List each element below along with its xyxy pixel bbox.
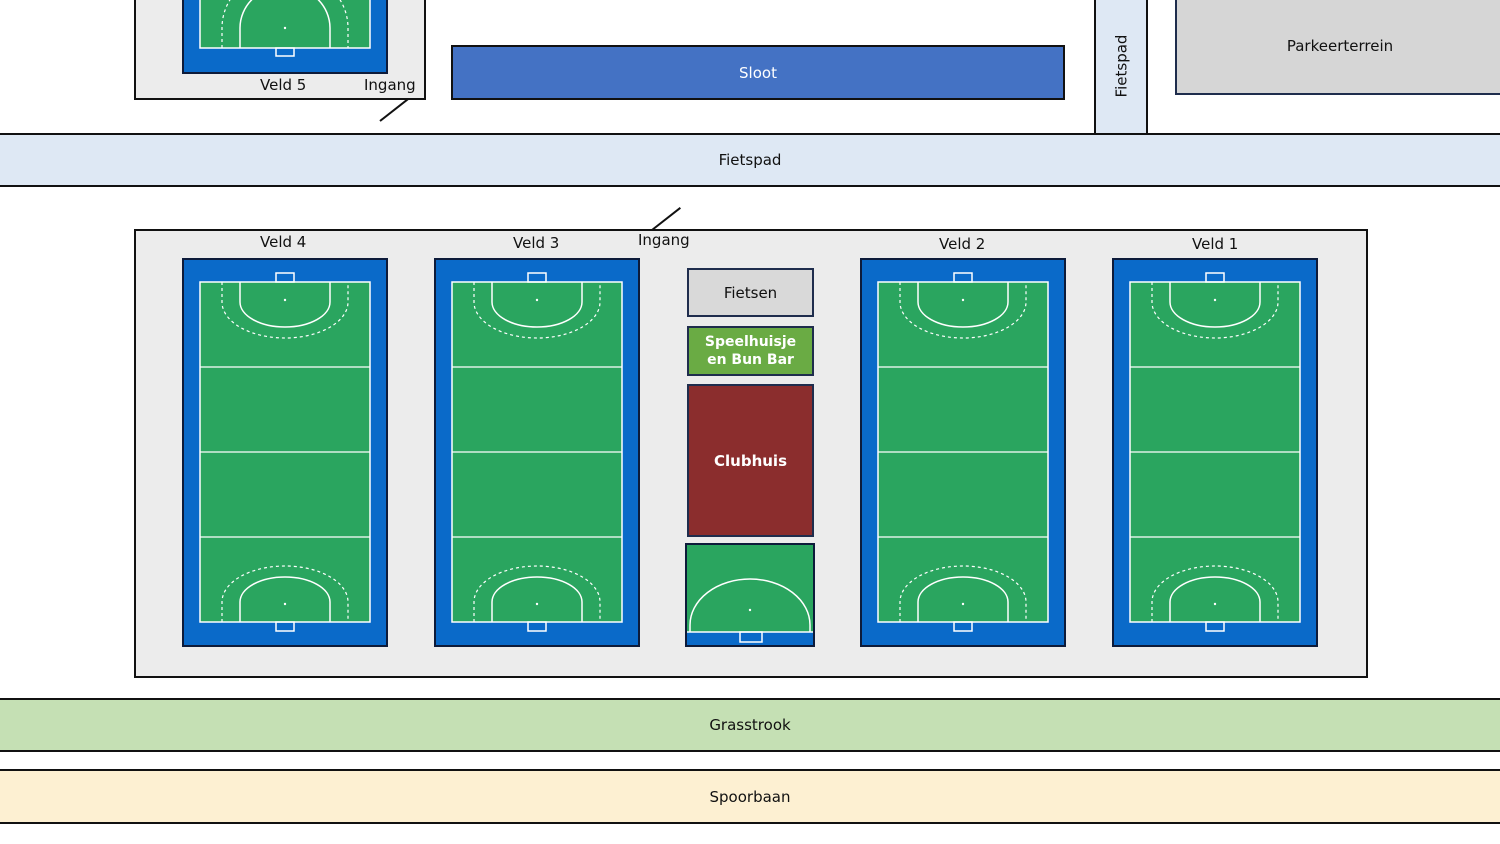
- veld2-pitch[interactable]: [860, 258, 1066, 647]
- fietspad-horizontal-label: Fietspad: [718, 151, 782, 169]
- veld3-pitch[interactable]: [434, 258, 640, 647]
- hockey-pitch-icon: [451, 272, 623, 632]
- hockey-half-pitch-icon: [687, 545, 813, 643]
- parkeerterrein: Parkeerterrein: [1175, 0, 1500, 95]
- veld2-label: Veld 2: [939, 235, 986, 253]
- grasstrook: Grasstrook: [0, 698, 1500, 752]
- veld4-label: Veld 4: [260, 233, 307, 251]
- parkeerterrein-label: Parkeerterrein: [1286, 36, 1394, 55]
- hockey-pitch-icon: [1129, 272, 1301, 632]
- sloot-water: Sloot: [451, 45, 1065, 100]
- fietspad-vertical: Fietspad: [1094, 0, 1148, 136]
- speelhuisje-label-line2: en Bun Bar: [707, 352, 794, 368]
- speelhuisje-label-line1: Speelhuisje: [704, 334, 797, 350]
- fietspad-vertical-label: Fietspad: [1112, 34, 1130, 98]
- veld3-label: Veld 3: [513, 234, 560, 252]
- veld4-pitch[interactable]: [182, 258, 388, 647]
- fietspad-horizontal: Fietspad: [0, 133, 1500, 187]
- fietsen-building: Fietsen: [687, 268, 814, 317]
- hockey-pitch-icon: [199, 272, 371, 632]
- ingang-main-label: Ingang: [638, 231, 690, 249]
- fietsen-label: Fietsen: [723, 283, 778, 302]
- speelhuisje-building: Speelhuisje en Bun Bar: [687, 326, 814, 376]
- entrance-line-icon: [651, 207, 681, 231]
- grasstrook-label: Grasstrook: [709, 716, 791, 734]
- ingang-top-label: Ingang: [364, 76, 416, 94]
- sloot-label: Sloot: [739, 63, 777, 82]
- veld1-pitch[interactable]: [1112, 258, 1318, 647]
- veld5-pitch[interactable]: [182, 0, 388, 74]
- hockey-half-pitch-icon: [199, 0, 371, 57]
- hockey-pitch-icon: [877, 272, 1049, 632]
- veld5-label: Veld 5: [260, 76, 307, 94]
- clubhuis-building[interactable]: Clubhuis: [687, 384, 814, 537]
- spoorbaan: Spoorbaan: [0, 769, 1500, 824]
- clubhuis-label: Clubhuis: [714, 451, 787, 470]
- spoorbaan-label: Spoorbaan: [709, 787, 791, 806]
- veld1-label: Veld 1: [1192, 235, 1239, 253]
- entrance-line-icon: [379, 98, 409, 122]
- practice-pitch[interactable]: [685, 543, 815, 647]
